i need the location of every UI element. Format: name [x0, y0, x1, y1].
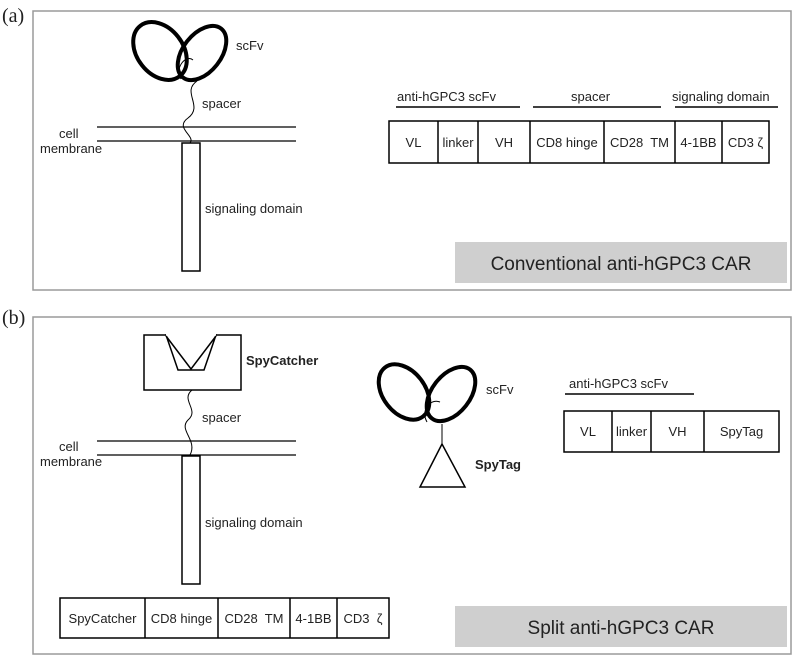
panel-a-construct-frame — [388, 120, 770, 164]
panel-b-letter: (b) — [2, 307, 25, 329]
panel-a-scfv-label: scFv — [236, 38, 264, 53]
panel-b-border — [32, 316, 792, 655]
panel-a-spacer-label: spacer — [202, 96, 242, 111]
panel-a-scfv-icon — [131, 20, 229, 83]
panel-a-title-box — [455, 242, 787, 283]
panel-b-scfv-icon — [376, 362, 478, 424]
panel-b-box-cd8-hinge: CD8 hinge — [151, 611, 212, 626]
panel-b-spycatcher-label: SpyCatcher — [246, 353, 318, 368]
panel-b-receptor-construct: SpyCatcher CD8 hinge CD28 TM 4-1BB CD3 ζ — [59, 597, 390, 639]
panel-b-box-cd3z: CD3 ζ — [344, 611, 383, 626]
panel-a-cell-label: cell — [59, 126, 79, 141]
panel-b-title: Split anti-hGPC3 CAR — [528, 618, 715, 639]
panel-b-spycatcher-icon — [143, 334, 242, 391]
panel-a-signaling-domain-bar — [181, 142, 201, 272]
panel-a-box-vl: VL — [406, 135, 422, 150]
panel-b-spacer-label: spacer — [202, 410, 242, 425]
panel-a-title: Conventional anti-hGPC3 CAR — [491, 254, 752, 275]
panel-b-spytag-label: SpyTag — [475, 457, 521, 472]
panel-a-border — [32, 10, 792, 291]
panel-b-signaling-domain-bar — [181, 455, 201, 585]
panel-b-group-scfv: anti-hGPC3 scFv — [569, 376, 668, 391]
panel-b-box-vh: VH — [668, 424, 686, 439]
panel-b-box-spytag: SpyTag — [720, 424, 763, 439]
panel-b-receptor-frame — [59, 597, 390, 639]
panel-b-box-cd28-tm: CD28 TM — [225, 611, 284, 626]
panel-b-box-vl: VL — [580, 424, 596, 439]
panel-b-box-spycatcher: SpyCatcher — [69, 611, 138, 626]
panel-a-spacer-line — [182, 80, 198, 144]
panel-b-membrane-label: membrane — [40, 454, 102, 469]
panel-a-box-41bb: 4-1BB — [680, 135, 716, 150]
panel-a-box-vh: VH — [495, 135, 513, 150]
panel-a-group-spacer: spacer — [571, 89, 611, 104]
panel-b-scfv-frame — [563, 410, 780, 453]
panel-a-group-signaling: signaling domain — [672, 89, 770, 104]
panel-a-signaling-label: signaling domain — [205, 201, 303, 216]
panel-a-box-cd3z: CD3 ζ — [728, 135, 764, 150]
panel-a-letter: (a) — [2, 5, 24, 27]
panel-b-signaling-label: signaling domain — [205, 515, 303, 530]
panel-a-box-linker: linker — [442, 135, 474, 150]
panel-b-scfv-label: scFv — [486, 382, 514, 397]
panel-a-box-cd28-tm: CD28 TM — [610, 135, 669, 150]
panel-b-box-41bb: 4-1BB — [295, 611, 331, 626]
panel-b-box-linker: linker — [616, 424, 648, 439]
panel-b-cell-label: cell — [59, 439, 79, 454]
panel-b-spacer-line — [184, 389, 193, 456]
panel-a-box-cd8-hinge: CD8 hinge — [536, 135, 597, 150]
panel-a-membrane-label: membrane — [40, 141, 102, 156]
panel-b-scfv-construct: VL linker VH SpyTag — [563, 410, 780, 453]
panel-a-construct: VL linker VH CD8 hinge CD28 TM 4-1BB CD3… — [388, 120, 770, 164]
panel-b-spytag-icon — [418, 442, 467, 488]
panel-b-title-box — [455, 606, 787, 647]
panel-a-group-scfv: anti-hGPC3 scFv — [397, 89, 496, 104]
